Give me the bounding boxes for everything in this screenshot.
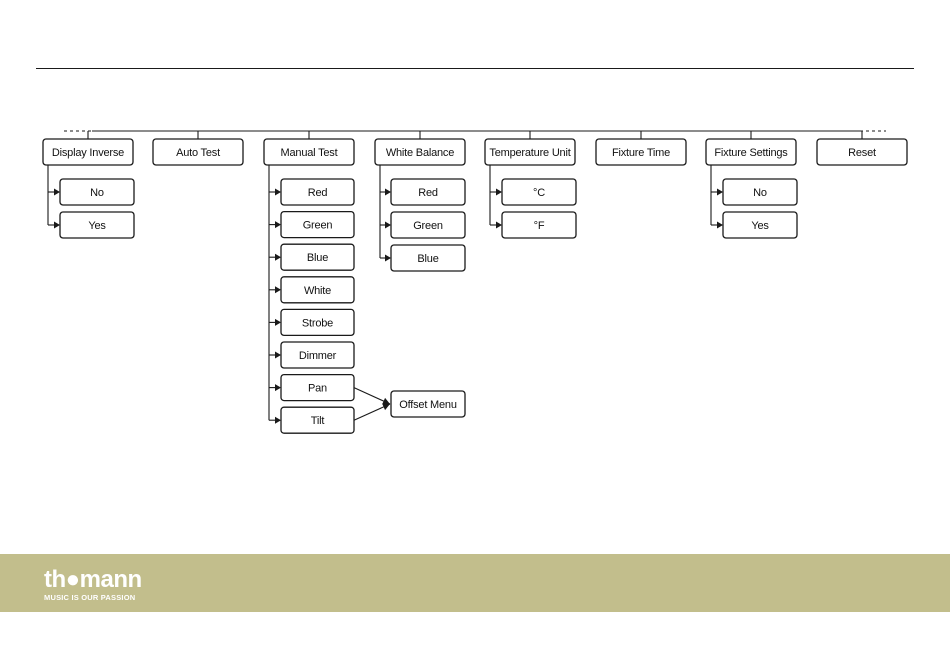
- menu-item-fixture-time: Fixture Time: [596, 139, 686, 165]
- menu-item-fixture-settings: Fixture Settings: [706, 139, 796, 165]
- temperature-unit-options-deg-c-label: °C: [533, 187, 545, 199]
- thomann-logo: th●mann: [44, 568, 142, 592]
- fixture-settings-options-yes-label: Yes: [751, 220, 769, 232]
- menu-item-reset-label: Reset: [848, 147, 876, 159]
- menu-item-temperature-unit-label: Temperature Unit: [489, 147, 570, 159]
- fixture_settings_options-arrow: [717, 222, 723, 229]
- manual-test-options-white: White: [281, 277, 354, 303]
- manual_test_options-arrow: [275, 221, 281, 228]
- manual-test-options-blue: Blue: [281, 244, 354, 270]
- manual_test_options-arrow: [275, 189, 281, 196]
- manual-test-options-strobe: Strobe: [281, 309, 354, 335]
- white-balance-options-red: Red: [391, 179, 465, 205]
- manual-test-options-strobe-label: Strobe: [302, 317, 333, 329]
- temperature_unit_options-arrow: [496, 222, 502, 229]
- menu-item-display-inverse: Display Inverse: [43, 139, 133, 165]
- menu-item-reset: Reset: [817, 139, 907, 165]
- manual-test-options-white-label: White: [304, 285, 331, 297]
- menu-item-temperature-unit: Temperature Unit: [485, 139, 575, 165]
- temperature-unit-options-deg-f: °F: [502, 212, 576, 238]
- manual-test-options-red: Red: [281, 179, 354, 205]
- footer-bar: th●mann MUSIC IS OUR PASSION: [0, 554, 950, 612]
- manual-test-options-dimmer: Dimmer: [281, 342, 354, 368]
- display-inverse-options-yes: Yes: [60, 212, 134, 238]
- manual_test_options-arrow: [275, 286, 281, 293]
- offset-menu-node-label: Offset Menu: [399, 399, 457, 411]
- manual_test_options-arrow: [275, 254, 281, 261]
- menu-item-manual-test: Manual Test: [264, 139, 354, 165]
- menu-item-manual-test-label: Manual Test: [281, 147, 338, 159]
- manual-test-options-pan-label: Pan: [308, 383, 327, 395]
- manual-test-options-red-label: Red: [308, 187, 328, 199]
- manual_test_options-arrow: [275, 417, 281, 424]
- fixture-settings-options-yes: Yes: [723, 212, 797, 238]
- manual-test-options-dimmer-label: Dimmer: [299, 350, 337, 362]
- footer-tagline: MUSIC IS OUR PASSION: [44, 593, 135, 602]
- white-balance-options-blue: Blue: [391, 245, 465, 271]
- display-inverse-options-yes-label: Yes: [88, 220, 106, 232]
- menu-item-auto-test-label: Auto Test: [176, 147, 220, 159]
- white-balance-options-green: Green: [391, 212, 465, 238]
- white_balance_options-arrow: [385, 189, 391, 196]
- manual-test-options-blue-label: Blue: [307, 252, 328, 264]
- display_inverse_options-arrow: [54, 222, 60, 229]
- temperature_unit_options-arrow: [496, 189, 502, 196]
- white_balance_options-arrow: [385, 255, 391, 262]
- display-inverse-options-no-label: No: [90, 187, 104, 199]
- temperature-unit-options-deg-f-label: °F: [534, 220, 545, 232]
- menu-item-white-balance: White Balance: [375, 139, 465, 165]
- connector-lines: [48, 131, 886, 424]
- manual-test-options-tilt-label: Tilt: [311, 415, 325, 427]
- manual-test-options-tilt: Tilt: [281, 407, 354, 433]
- display-inverse-options-no: No: [60, 179, 134, 205]
- manual_test_options-arrow: [275, 352, 281, 359]
- menu-item-white-balance-label: White Balance: [386, 147, 454, 159]
- white_balance_options-arrow: [385, 222, 391, 229]
- fixture-settings-options-no: No: [723, 179, 797, 205]
- white-balance-options-red-label: Red: [418, 187, 438, 199]
- menu-item-fixture-time-label: Fixture Time: [612, 147, 670, 159]
- manual_test_options-arrow: [275, 319, 281, 326]
- menu-item-display-inverse-label: Display Inverse: [52, 147, 124, 159]
- menu-item-auto-test: Auto Test: [153, 139, 243, 165]
- white-balance-options-blue-label: Blue: [417, 253, 438, 265]
- display_inverse_options-arrow: [54, 189, 60, 196]
- fixture-settings-options-no-label: No: [753, 187, 767, 199]
- manual-test-options-pan: Pan: [281, 375, 354, 401]
- fixture_settings_options-arrow: [717, 189, 723, 196]
- manual-test-options-green: Green: [281, 212, 354, 238]
- menu-item-fixture-settings-label: Fixture Settings: [714, 147, 788, 159]
- manual-test-options-green-label: Green: [303, 220, 333, 232]
- offset-menu-node: Offset Menu: [391, 391, 465, 417]
- manual_test_options-arrow: [275, 384, 281, 391]
- temperature-unit-options-deg-c: °C: [502, 179, 576, 205]
- white-balance-options-green-label: Green: [413, 220, 443, 232]
